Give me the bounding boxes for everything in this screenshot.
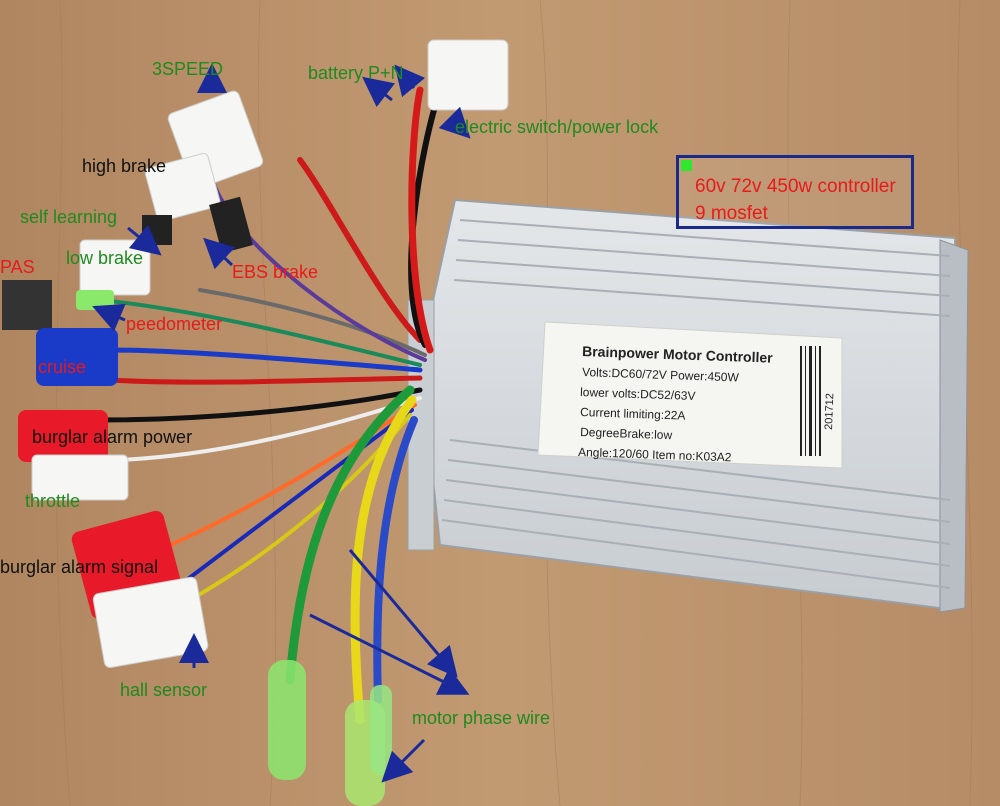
arrow-battery — [362, 76, 396, 108]
label-high-brake: high brake — [82, 156, 167, 176]
arrow-motor-phase-2 — [348, 549, 458, 678]
barcode — [800, 346, 821, 456]
label-battery: battery P+N — [308, 63, 404, 83]
sticker-line5: Angle:120/60 Item no:K03A2 — [578, 445, 732, 464]
label-throttle: throttle — [25, 491, 81, 511]
sticker-line1: Volts:DC60/72V Power:450W — [582, 365, 740, 384]
label-speedometer: peedometer — [126, 314, 223, 334]
sticker-line2: lower volts:DC52/63V — [580, 385, 696, 403]
label-burglar-alarm-power: burglar alarm power — [32, 427, 193, 447]
label-burglar-alarm-signal: burglar alarm signal — [0, 557, 159, 577]
sticker-line4: DegreeBrake:low — [580, 425, 673, 442]
speedometer-connector — [76, 290, 114, 310]
battery-connector — [427, 39, 509, 111]
label-three-speed: 3SPEED — [152, 59, 224, 79]
label-self-learning: self learning — [20, 207, 118, 227]
label-pas: PAS — [0, 257, 35, 277]
pas-connector — [2, 280, 52, 330]
annotation-arrows — [92, 63, 471, 783]
arrow-ebs-brake — [203, 237, 236, 270]
arrow-self-learning — [127, 224, 162, 256]
cruise-connector — [36, 328, 118, 386]
arrow-electric-switch — [438, 106, 471, 139]
sticker-line3: Current limiting:22A — [580, 405, 686, 423]
throttle-connector — [31, 454, 129, 501]
spec-line-mosfet: 9 mosfet — [695, 203, 768, 224]
wire-bundle — [97, 86, 443, 725]
label-hall-sensor: hall sensor — [120, 680, 208, 700]
burglar-alarm-power-connector — [18, 410, 108, 462]
green-marker — [681, 160, 692, 171]
label-motor-phase-wire: motor phase wire — [412, 708, 551, 728]
connectors — [2, 39, 509, 806]
phase-connector-green — [268, 660, 306, 780]
self-learning-connector — [142, 215, 172, 245]
label-ebs-brake: EBS brake — [232, 262, 319, 282]
sticker-title: Brainpower Motor Controller — [582, 343, 774, 366]
phase-connector-blue — [370, 685, 392, 775]
arrow-speedometer — [92, 303, 126, 332]
label-cruise: cruise — [38, 357, 87, 377]
high-brake-connector — [144, 153, 221, 222]
arrow-motor-phase-3 — [381, 738, 426, 783]
barcode-number: 201712 — [823, 393, 836, 430]
controller-spec-box: 60v 72v 450w controller 9 mosfet — [676, 155, 914, 229]
label-electric-switch: electric switch/power lock — [455, 117, 659, 137]
product-sticker: Brainpower Motor Controller Volts:DC60/7… — [537, 321, 843, 469]
label-low-brake: low brake — [66, 248, 144, 268]
arrow-battery-right — [394, 64, 426, 98]
spec-line-voltage: 60v 72v 450w controller — [695, 176, 896, 197]
